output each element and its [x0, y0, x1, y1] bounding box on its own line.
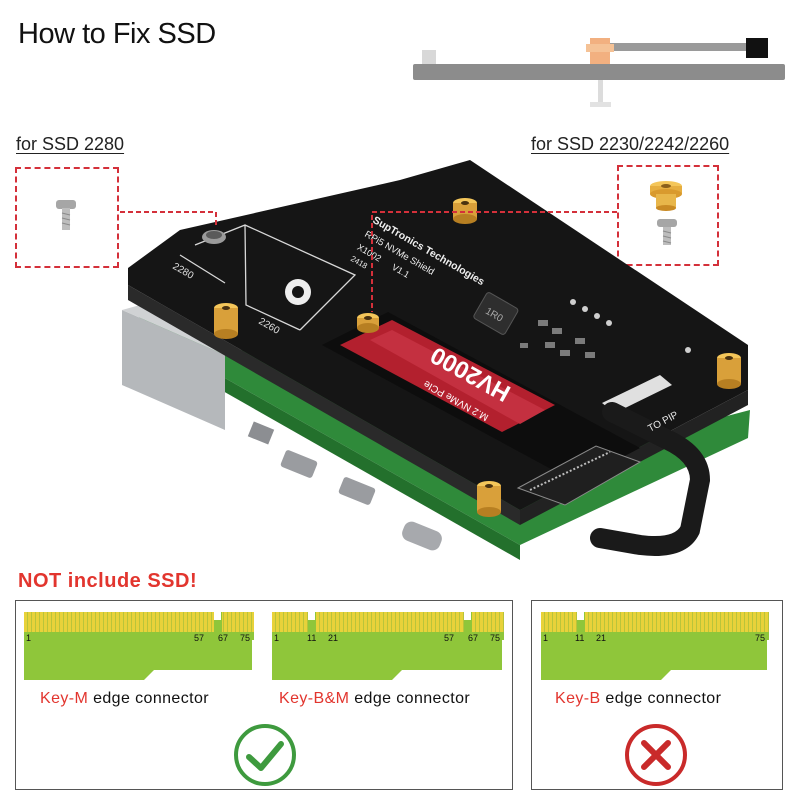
- cross-icon: [625, 724, 687, 786]
- pcie-ribbon-cable: [590, 402, 711, 556]
- pin-number: 21: [596, 633, 607, 643]
- key-m-pin-labels: 1 57 67 75: [24, 633, 260, 645]
- standoff: [357, 313, 379, 333]
- pin-number: 57: [194, 633, 205, 643]
- standoff: [453, 198, 477, 224]
- screw-side-head: [590, 102, 611, 107]
- pin-number: 1: [543, 633, 549, 643]
- standoff: [214, 303, 238, 339]
- pin-number: 75: [490, 633, 501, 643]
- screw-side-shaft: [598, 80, 603, 104]
- pin-number: 11: [575, 633, 585, 643]
- label-ssd-short: for SSD 2230/2242/2260: [531, 134, 730, 154]
- pin-number: 21: [328, 633, 339, 643]
- standoff: [717, 353, 741, 389]
- m2-socket: [516, 445, 642, 506]
- checkmark-icon: [234, 724, 296, 786]
- nvme-shield-pcb: [128, 160, 748, 510]
- key-b-pin-labels: 1 11 21 75: [541, 633, 773, 645]
- standoff-side-lip: [586, 44, 614, 52]
- pointer-line-short: [371, 211, 617, 312]
- not-included-warning: NOT include SSD!: [18, 570, 198, 592]
- pin-number: 57: [444, 633, 455, 643]
- pin-number: 1: [274, 633, 280, 643]
- label-ssd-2280: for SSD 2280: [16, 134, 125, 154]
- pointer-line-2280: [120, 211, 217, 228]
- pin-number: 1: [26, 633, 32, 643]
- key-bm-pin-labels: 1 11 21 57 67 75: [272, 633, 508, 645]
- pin-number: 75: [240, 633, 251, 643]
- screw-2280-position: [202, 230, 226, 244]
- pin-number: 11: [307, 633, 317, 643]
- pcie-fpc-connector: [602, 375, 672, 413]
- screw-side-top: [422, 50, 436, 64]
- screw-icon: [657, 219, 677, 245]
- ssd-side-end: [746, 38, 768, 58]
- standoff: [477, 481, 501, 517]
- page-title: How to Fix SSD: [18, 18, 216, 50]
- key-b-label: Key-B edge connector: [555, 690, 722, 707]
- standoff-callout-box: [617, 165, 719, 266]
- key-m-connector-diagram: [24, 612, 254, 680]
- key-b-connector-diagram: [541, 612, 769, 680]
- pin-number: 67: [468, 633, 479, 643]
- key-m-label: Key-M edge connector: [40, 690, 209, 707]
- hdmi-port: [338, 477, 376, 505]
- board-side-bar: [413, 64, 785, 80]
- standoff-icon: [650, 181, 682, 211]
- screw-icon: [56, 200, 76, 230]
- screw-callout-box: [15, 167, 119, 268]
- ssd-side-bar: [598, 43, 758, 51]
- pin-number: 75: [755, 633, 766, 643]
- nvme-shield-board-illustration: 2280 2260 SupTronics Technologies RPi5 N…: [120, 160, 750, 560]
- pin-number: 67: [218, 633, 229, 643]
- key-bm-connector-diagram: [272, 612, 504, 680]
- key-bm-label: Key-B&M edge connector: [279, 690, 471, 707]
- inductor: 1R0: [473, 292, 519, 335]
- usbc-port: [402, 521, 442, 551]
- mounting-side-diagram: [413, 38, 785, 107]
- hdmi-port: [280, 450, 318, 478]
- usb-ethernet-block: [122, 310, 225, 430]
